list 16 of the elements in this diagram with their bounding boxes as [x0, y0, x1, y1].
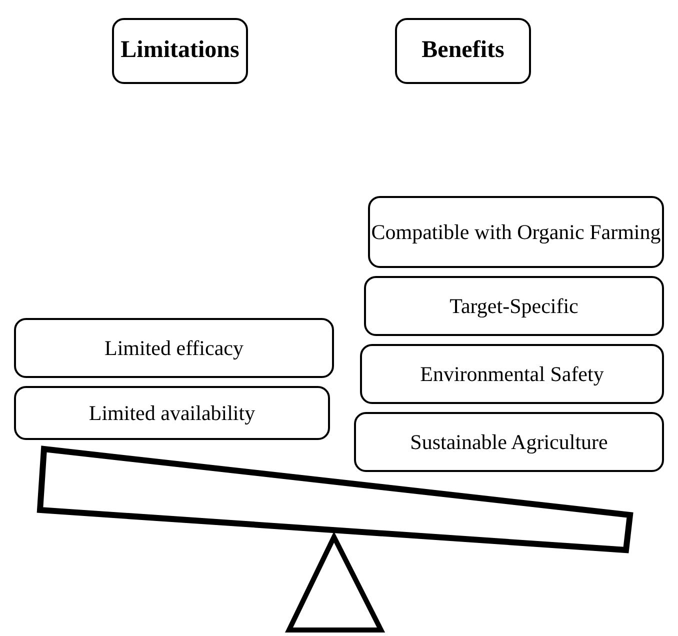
item-box	[14, 318, 334, 378]
item-box	[364, 276, 664, 336]
item-text: Limited efficacy	[104, 336, 244, 360]
item-text: Sustainable Agriculture	[410, 430, 608, 454]
item-text: Compatible with Organic Farming	[371, 220, 661, 244]
item-text: Environmental Safety	[420, 362, 604, 386]
item-text: Limited availability	[88, 400, 256, 426]
item-box	[360, 344, 664, 404]
heading-box	[395, 18, 531, 84]
item-text: Target-Specific	[450, 294, 578, 318]
heading-box	[112, 18, 248, 84]
item-box	[368, 196, 664, 268]
heading-text: Limitations	[120, 37, 240, 65]
item-box	[354, 412, 664, 472]
item-box	[14, 386, 330, 440]
heading-text: Benefits	[422, 37, 504, 65]
